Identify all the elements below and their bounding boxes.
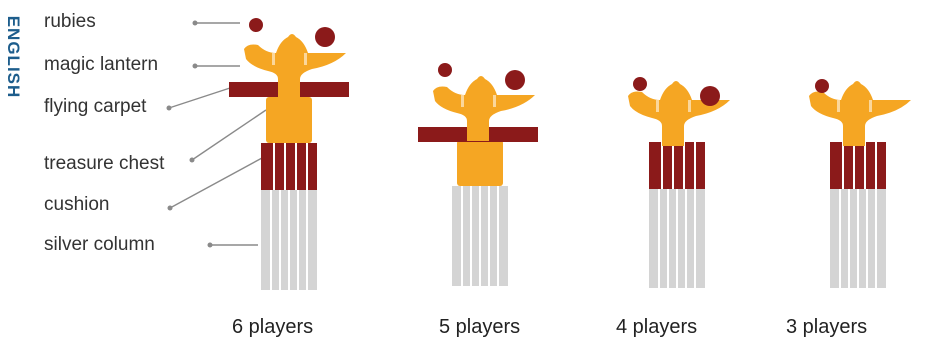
silver-column-3 [830, 188, 886, 288]
ruby-small-5 [438, 63, 452, 77]
treasure-chest-6 [266, 97, 312, 143]
ruby-small-3 [815, 79, 829, 93]
leader-magic-lantern [193, 64, 241, 69]
silver-column-4 [649, 188, 705, 288]
leader-treasure-chest [190, 110, 267, 163]
tower-5-players [418, 63, 538, 286]
silver-column-6 [261, 190, 317, 290]
leader-rubies [193, 21, 241, 26]
ruby-large-4 [700, 86, 720, 106]
leader-silver-column [208, 243, 259, 248]
tower-6-players [229, 18, 349, 290]
cushion-6 [261, 143, 317, 190]
ruby-large-5 [505, 70, 525, 90]
cushion-4 [649, 142, 705, 189]
ruby-small-6 [249, 18, 263, 32]
leader-cushion [168, 158, 263, 211]
tower-3-players [809, 79, 911, 288]
ruby-large-6 [315, 27, 335, 47]
tower-4-players [628, 77, 730, 288]
ruby-small-4 [633, 77, 647, 91]
silver-column-5 [452, 186, 508, 286]
leader-flying-carpet [167, 88, 231, 111]
treasure-chest-5 [457, 140, 503, 186]
cushion-3 [830, 142, 886, 189]
